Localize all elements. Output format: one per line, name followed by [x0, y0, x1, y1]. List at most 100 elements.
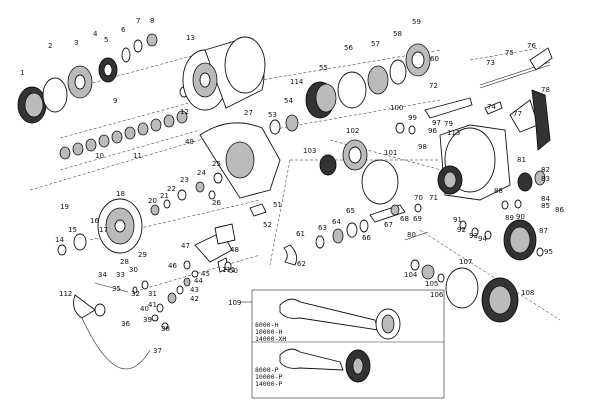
callout-25: 25: [212, 160, 221, 168]
callout-83: 83: [541, 175, 550, 183]
callout-10: 10: [95, 152, 104, 160]
callout-44: 44: [194, 277, 203, 285]
callout-97: 97: [432, 119, 441, 127]
callout-56: 56: [344, 44, 353, 52]
part-14: [57, 244, 67, 256]
callout-66: 66: [362, 234, 371, 242]
callout-73: 73: [486, 59, 495, 67]
callout-5: 5: [104, 36, 108, 44]
callout-95: 95: [544, 248, 553, 256]
part-31: [141, 280, 149, 290]
callout-49: 49: [185, 138, 194, 146]
callout-12: 12: [180, 108, 189, 116]
callout-75: 75: [505, 49, 514, 57]
rotor-top-parts: [269, 43, 431, 135]
spool: [182, 36, 266, 111]
part-48: [214, 223, 236, 245]
part-54: [285, 114, 299, 132]
callout-107: 107: [459, 258, 472, 266]
callout-64: 64: [332, 218, 341, 226]
callout-27: 27: [244, 109, 253, 117]
handle-p-variant-1: 8000-P: [255, 366, 279, 374]
handle-h-drawing: [279, 298, 401, 340]
callout-52: 52: [263, 221, 272, 229]
callout-65: 65: [346, 207, 355, 215]
callout-72: 72: [429, 82, 438, 90]
callout-26: 26: [212, 199, 221, 207]
callout-84: 84: [541, 195, 550, 203]
callout-104: 104: [404, 271, 418, 279]
callout-102: 102: [346, 127, 359, 135]
callout-33: 33: [116, 271, 125, 279]
callout-94: 94: [478, 235, 487, 243]
part-20: [150, 204, 160, 216]
part-99: [408, 125, 416, 135]
part-89: [501, 200, 509, 210]
callout-36: 36: [121, 320, 130, 328]
part-65: [346, 222, 358, 238]
callout-40: 40: [140, 305, 149, 313]
part-43: [176, 285, 184, 295]
part-39: [151, 314, 159, 322]
handle-box-frame: [251, 289, 445, 399]
callout-46: 46: [168, 262, 177, 270]
callout-70: 70: [414, 194, 423, 202]
part-100: [395, 122, 405, 134]
callout-92: 92: [457, 226, 466, 234]
callout-18: 18: [116, 190, 125, 198]
part-107-ring: [445, 267, 479, 309]
part-61-clip: [283, 244, 298, 266]
part-104: [410, 259, 420, 271]
right-gear-parts: [410, 199, 544, 323]
callout-81: 81: [517, 156, 526, 164]
callout-51: 51: [273, 201, 282, 209]
part-42: [167, 292, 177, 304]
part-112-handle-knob: [73, 294, 96, 319]
callout-16: 16: [90, 217, 99, 225]
callout-85: 85: [541, 202, 550, 210]
callout-71: 71: [429, 194, 438, 202]
callout-47: 47: [181, 242, 190, 250]
part-57: [367, 65, 389, 95]
part-74-line-roller: [484, 101, 503, 115]
callout-2: 2: [48, 42, 52, 50]
part-26: [208, 190, 216, 200]
callout-43: 43: [190, 286, 199, 294]
part-33-screw: [94, 282, 129, 293]
handle-p-variant-3: 14000-P: [255, 380, 282, 388]
callout-24: 24: [197, 169, 206, 177]
part-25: [213, 172, 223, 184]
callout-99: 99: [408, 114, 417, 122]
callout-19: 19: [60, 203, 69, 211]
part-51-clip: [249, 203, 267, 217]
part-101-ring: [361, 159, 399, 205]
lower-left-parts: [73, 223, 236, 370]
part-7-washer: [133, 39, 143, 53]
callout-41: 41: [148, 301, 157, 309]
callout-34: 34: [98, 271, 107, 279]
part-36: [94, 303, 106, 317]
part-93: [471, 227, 479, 237]
callout-30: 30: [129, 266, 138, 274]
callout-87: 87: [539, 227, 548, 235]
callout-91: 91: [453, 216, 462, 224]
callout-58: 58: [393, 30, 402, 38]
part-22: [163, 199, 171, 209]
callout-53: 53: [268, 111, 277, 119]
callout-63: 63: [318, 224, 327, 232]
callout-79: 79: [444, 120, 453, 128]
handle-variant-box: 109 8000-H 10000-H 14000-XH 8000-P 10000…: [228, 289, 445, 399]
bail-arm-parts: [424, 47, 553, 151]
callout-59: 59: [412, 18, 421, 26]
part-90: [514, 199, 522, 209]
callout-54: 54: [284, 97, 293, 105]
callout-20: 20: [148, 197, 157, 205]
part-41: [156, 303, 164, 313]
callout-6: 6: [121, 26, 126, 34]
callout-76: 76: [527, 42, 536, 50]
part-94: [484, 230, 492, 240]
callout-68: 68: [400, 215, 409, 223]
callout-32: 32: [131, 290, 140, 298]
callout-57: 57: [371, 40, 380, 48]
